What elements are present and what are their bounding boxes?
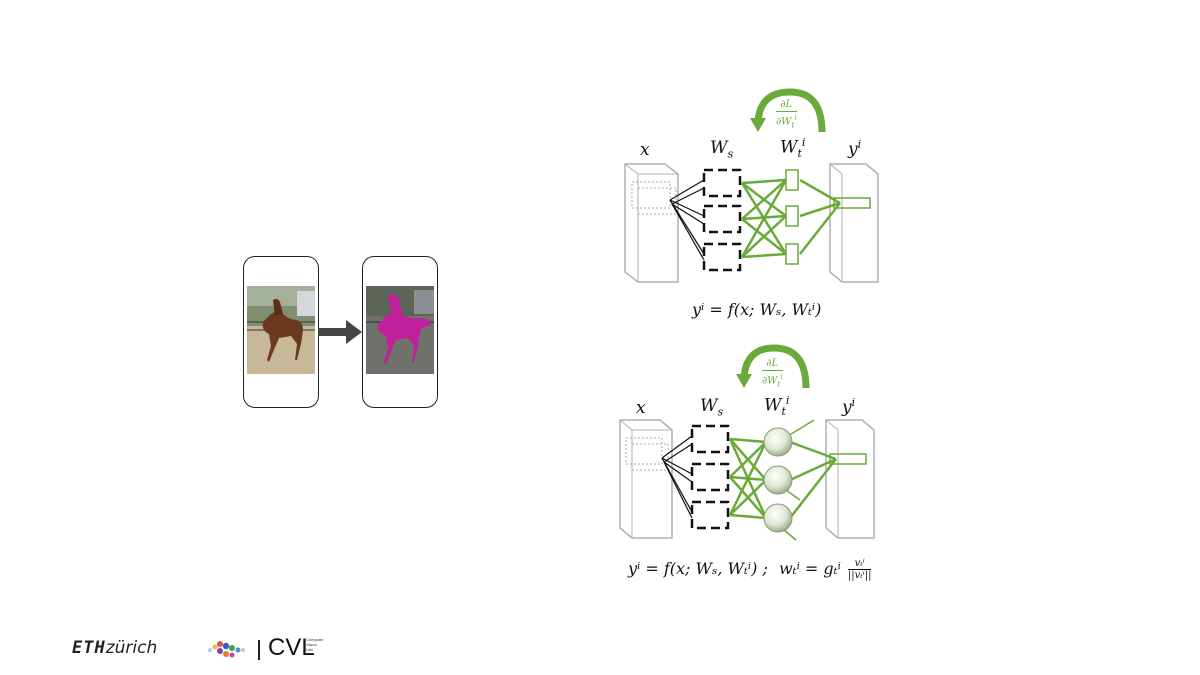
bottom-label-x: x [636, 398, 646, 418]
top-label-x: x [640, 140, 650, 160]
bottom-label-wt: Wti [764, 394, 789, 418]
bottom-label-y: yi [842, 396, 855, 418]
wt-sup: i [801, 136, 806, 149]
wt-main: W [764, 395, 782, 416]
wt-sup: i [785, 394, 790, 407]
grad-denominator: ∂W [776, 116, 792, 128]
ws-sub: s [727, 147, 734, 161]
cvl-logo-text: CVL [268, 634, 315, 661]
top-formula: yⁱ = f(x; Wₛ, Wₜⁱ) [692, 300, 822, 319]
bottom-formula-fraction: vₜⁱ ||vₜⁱ|| [847, 558, 872, 581]
input-phone [243, 256, 319, 408]
eth-text: zürich [105, 638, 158, 658]
top-gradient-fraction: ∂L ∂Wti [776, 99, 797, 131]
wt-sub: t [781, 405, 786, 419]
y-sup: i [857, 138, 862, 151]
y-main: y [848, 139, 858, 160]
grad-numerator: ∂L [780, 99, 793, 110]
bottom-formula-left: yⁱ = f(x; Wₛ, Wₜⁱ) [628, 559, 758, 578]
bottom-formula-sep: ; [762, 559, 768, 578]
output-phone [362, 256, 438, 408]
y-sup: i [851, 396, 856, 409]
wt-main: W [780, 137, 798, 158]
top-label-y: yi [848, 138, 861, 160]
top-label-wt: Wti [780, 136, 805, 160]
grad-den-sub: t [777, 380, 781, 389]
grad-den-sup: i [794, 114, 797, 122]
eth-mark: ETH [72, 638, 106, 658]
cvl-logo-subtext: Computer Vision Lab [306, 637, 324, 652]
y-main: y [842, 397, 852, 418]
wt-sub: t [797, 147, 802, 161]
top-network-diagram [600, 88, 920, 302]
cvl-dots-icon [204, 638, 250, 666]
grad-denominator: ∂W [762, 375, 778, 387]
fraction-denominator: ||vₜⁱ|| [847, 569, 872, 581]
fraction-numerator: vₜⁱ [854, 558, 865, 569]
segmented-horse-photo [366, 286, 434, 374]
ws-sub: s [717, 405, 724, 419]
eth-logo: ETHzürich [72, 638, 157, 658]
top-label-ws: Ws [710, 138, 733, 160]
cvl-sub-line: Computer [306, 637, 324, 642]
grad-den-sub: t [791, 121, 795, 130]
bottom-network-diagram [600, 340, 920, 554]
bottom-label-ws: Ws [700, 396, 723, 418]
bottom-gradient-fraction: ∂L ∂Wti [762, 358, 783, 390]
ws-main: W [710, 138, 728, 158]
grad-den-sup: i [780, 373, 783, 381]
horse-photo [247, 286, 315, 374]
bottom-formula-right: wₜⁱ = gₜⁱ [778, 559, 841, 578]
bottom-formula: yⁱ = f(x; Wₛ, Wₜⁱ) ; wₜⁱ = gₜⁱ vₜⁱ ||vₜⁱ… [628, 558, 872, 581]
ws-main: W [700, 396, 718, 416]
cvl-sub-line: Lab [306, 647, 313, 652]
grad-numerator: ∂L [766, 358, 779, 369]
cvl-sub-line: Vision [306, 642, 317, 647]
transform-arrow [318, 320, 362, 348]
cvl-divider [258, 640, 260, 660]
